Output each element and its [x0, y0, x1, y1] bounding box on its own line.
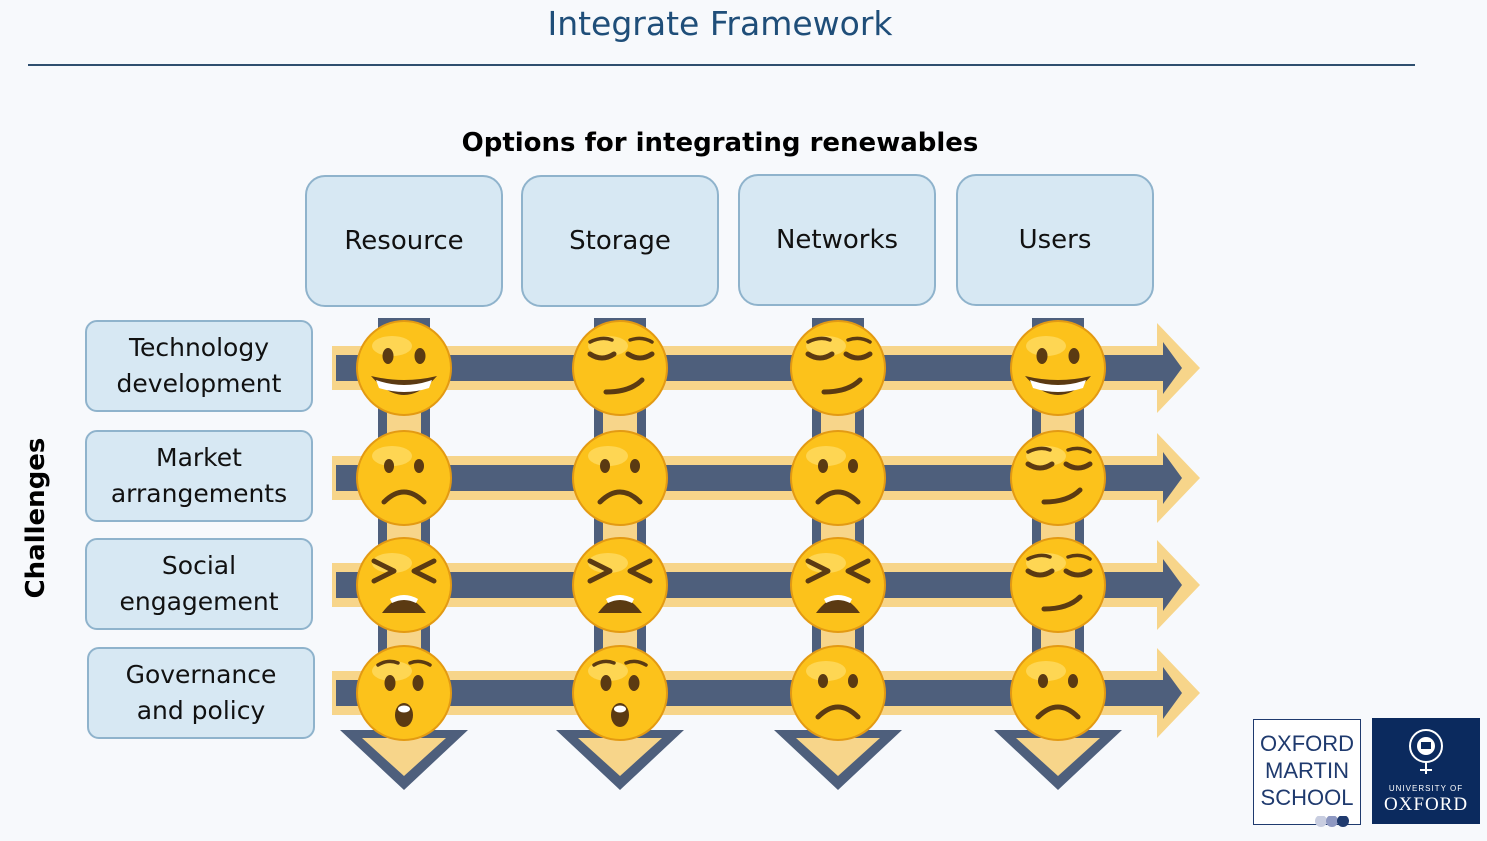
smirk-face-icon — [1010, 537, 1106, 633]
frowning-face-icon — [356, 430, 452, 526]
challenge-governance-box: Governance and policy — [87, 647, 315, 739]
tired-face-icon — [790, 537, 886, 633]
frowning-face-icon — [572, 430, 668, 526]
right-arrow-fill — [336, 452, 1182, 504]
challenges-axis-label: Challenges — [21, 437, 51, 599]
tired-face-icon — [356, 537, 452, 633]
frowning-face-icon — [790, 645, 886, 741]
astonished-face-icon — [572, 645, 668, 741]
challenge-market-box: Market arrangements — [85, 430, 313, 522]
grinning-face-icon — [356, 320, 452, 416]
right-arrow-fill — [336, 342, 1182, 394]
challenge-line: arrangements — [110, 479, 288, 508]
option-users-box: Users — [956, 174, 1154, 306]
challenge-line: Governance — [125, 660, 277, 689]
logo-university-of: UNIVERSITY OF — [1388, 784, 1464, 793]
astonished-face-icon — [356, 645, 452, 741]
slide-title: Integrate Framework — [547, 4, 893, 43]
logo-text-line: OXFORD — [1259, 731, 1355, 756]
challenge-line: Market — [156, 443, 242, 472]
oxford-martin-school-logo: OXFORD MARTIN SCHOOL — [1253, 719, 1361, 827]
challenge-line: Technology — [128, 333, 270, 362]
university-of-oxford-logo: UNIVERSITY OF OXFORD — [1372, 718, 1480, 824]
option-networks-box: Networks — [738, 174, 936, 306]
smirk-face-icon — [790, 320, 886, 416]
horizontal-arrows — [332, 323, 1200, 738]
logo-text-line: MARTIN — [1265, 758, 1349, 783]
frowning-face-icon — [1010, 645, 1106, 741]
logo-text-line: SCHOOL — [1260, 785, 1354, 810]
frowning-face-icon — [790, 430, 886, 526]
logo-oxford: OXFORD — [1383, 794, 1469, 815]
smirk-face-icon — [1010, 430, 1106, 526]
grinning-face-icon — [1010, 320, 1106, 416]
title-divider — [28, 64, 1415, 66]
logo-dots-icon — [1315, 816, 1349, 827]
challenge-line: and policy — [136, 696, 266, 725]
challenge-social-box: Social engagement — [85, 538, 313, 630]
option-resource-box: Resource — [305, 175, 503, 307]
challenge-line: engagement — [119, 587, 279, 616]
smirk-face-icon — [572, 320, 668, 416]
challenge-line: Social — [161, 551, 237, 580]
challenge-line: development — [116, 369, 282, 398]
challenge-technology-box: Technology development — [85, 320, 313, 412]
oxford-crest-icon — [1409, 729, 1443, 774]
right-arrow-fill — [336, 667, 1182, 719]
right-arrow-fill — [336, 559, 1182, 611]
option-storage-box: Storage — [521, 175, 719, 307]
emoji-ratings — [356, 320, 1106, 741]
options-heading: Options for integrating renewables — [461, 128, 979, 158]
tired-face-icon — [572, 537, 668, 633]
